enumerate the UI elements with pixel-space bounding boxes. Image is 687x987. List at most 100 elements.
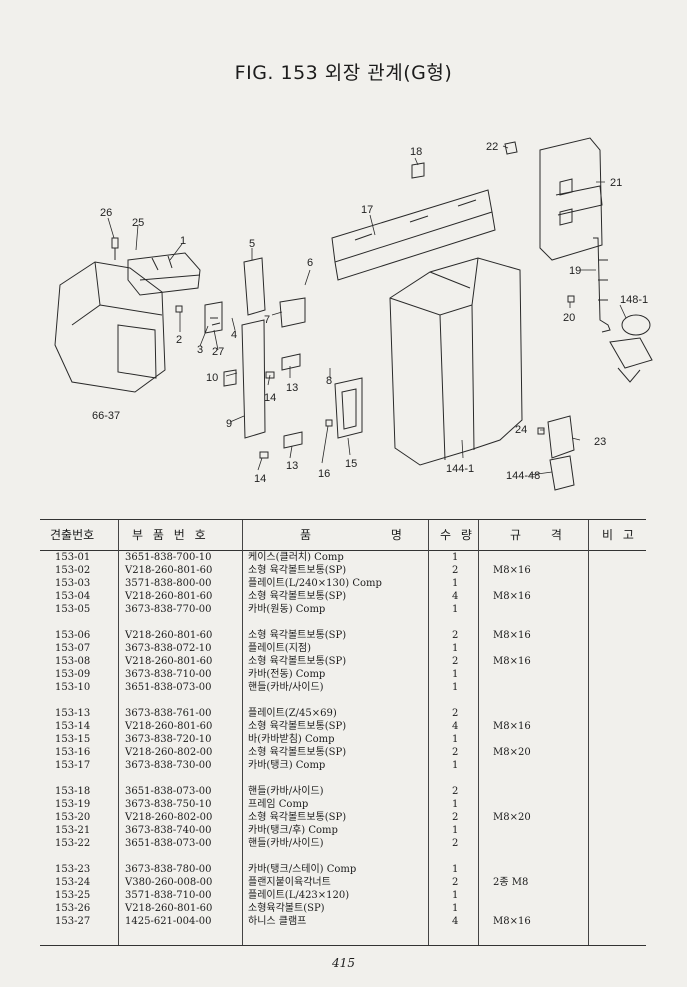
cell-name: 플레이트(L/423×120) [248, 890, 350, 901]
cell-part: 3673-838-730-00 [125, 760, 212, 771]
cell-ref: 153-23 [55, 864, 91, 875]
callout-27: 27 [212, 346, 224, 358]
cell-part: 1425-621-004-00 [125, 916, 212, 927]
cell-part: 3571-838-710-00 [125, 890, 212, 901]
cell-ref: 153-15 [55, 734, 91, 745]
part-z-plate-outline [283, 431, 303, 449]
cell-ref: 153-26 [55, 903, 91, 914]
cell-qty: 2 [452, 630, 459, 641]
callout-7: 7 [264, 314, 270, 326]
callout-21: 21 [610, 177, 622, 189]
part-bolt-outline [111, 237, 119, 260]
cell-ref: 153-04 [55, 591, 91, 602]
callout-22: 22 [486, 141, 498, 153]
table-row: 153-17 3673-838-730-00 카바(탱크) Comp 1 [40, 759, 646, 772]
cell-qty: 2 [452, 812, 459, 823]
cell-name: 소형육각볼트(SP) [248, 903, 325, 914]
callout-14b: 14 [254, 473, 266, 485]
cell-qty: 1 [452, 799, 459, 810]
callout-17: 17 [361, 204, 373, 216]
cell-name: 플랜지붙이육각너트 [248, 877, 331, 888]
cell-name: 소형 육각볼트보통(SP) [248, 721, 347, 732]
exploded-parts-diagram: 1 2 3 4 5 6 7 8 9 10 13 13 14 14 15 16 1… [54, 137, 653, 491]
cell-part: 3651-838-073-00 [125, 786, 212, 797]
cell-part: 3673-838-770-00 [125, 604, 212, 615]
cell-name: 카바(탱크) Comp [248, 760, 326, 771]
part-tank-stay-outline [547, 415, 575, 459]
cell-name: 소형 육각볼트보통(SP) [248, 591, 347, 602]
cell-part: V218-260-801-60 [125, 630, 213, 641]
header-spec: 규 격 [510, 528, 565, 542]
cell-name: 소형 육각볼트보통(SP) [248, 812, 347, 823]
cell-name: 카바(전동) Comp [248, 669, 326, 680]
part-bracket-outline [549, 455, 575, 491]
callout-19: 19 [569, 265, 581, 277]
cell-part: V218-260-801-60 [125, 656, 213, 667]
callout-23: 23 [594, 436, 606, 448]
cell-name: 소형 육각볼트보통(SP) [248, 565, 347, 576]
cell-part: V218-260-801-60 [125, 721, 213, 732]
cell-part: 3673-838-780-00 [125, 864, 212, 875]
cell-qty: 1 [452, 604, 459, 615]
part-bracket-outline [204, 301, 223, 334]
cell-name: 프레임 Comp [248, 799, 309, 810]
column-divider [478, 520, 479, 945]
cell-qty: 1 [452, 734, 459, 745]
header-part-name: 품 명 [300, 528, 405, 542]
callout-144-48: 144-48 [506, 470, 540, 482]
cell-name: 핸들(카바/사이드) [248, 682, 324, 693]
cell-qty: 2 [452, 708, 459, 719]
cell-part: V218-260-801-60 [125, 903, 213, 914]
callout-4: 4 [231, 329, 237, 341]
cell-ref: 153-24 [55, 877, 91, 888]
callout-10: 10 [206, 372, 218, 384]
cell-ref: 153-25 [55, 890, 91, 901]
cell-spec: 2종 M8 [493, 877, 529, 888]
callout-18: 18 [410, 146, 422, 158]
part-tank-cover-outline [331, 189, 496, 281]
cell-ref: 153-05 [55, 604, 91, 615]
cell-part: V218-260-802-00 [125, 812, 213, 823]
cell-part: 3673-838-072-10 [125, 643, 212, 654]
cell-qty: 1 [452, 760, 459, 771]
callout-25: 25 [132, 217, 144, 229]
callout-24: 24 [515, 424, 527, 436]
callout-16: 16 [318, 468, 330, 480]
cell-part: V218-260-801-60 [125, 591, 213, 602]
cell-ref: 153-10 [55, 682, 91, 693]
cell-ref: 153-17 [55, 760, 91, 771]
cell-name: 핸들(카바/사이드) [248, 838, 324, 849]
part-pump-outline [609, 314, 653, 383]
cell-name: 핸들(카바/사이드) [248, 786, 324, 797]
cell-spec: M8×16 [493, 656, 531, 667]
page-number: 415 [332, 956, 355, 970]
cell-ref: 153-19 [55, 799, 91, 810]
cell-name: 카바(탱크/스테이) Comp [248, 864, 357, 875]
callout-15: 15 [345, 458, 357, 470]
part-handle-outline [223, 369, 237, 387]
cell-qty: 1 [452, 552, 459, 563]
part-handle-outline [411, 162, 425, 179]
cell-part: V218-260-802-00 [125, 747, 213, 758]
part-bolt-outline [175, 305, 183, 313]
column-divider [242, 520, 243, 945]
header-quantity: 수 량 [440, 528, 475, 542]
cell-ref: 153-14 [55, 721, 91, 732]
cell-spec: M8×16 [493, 565, 531, 576]
cell-ref: 153-09 [55, 669, 91, 680]
